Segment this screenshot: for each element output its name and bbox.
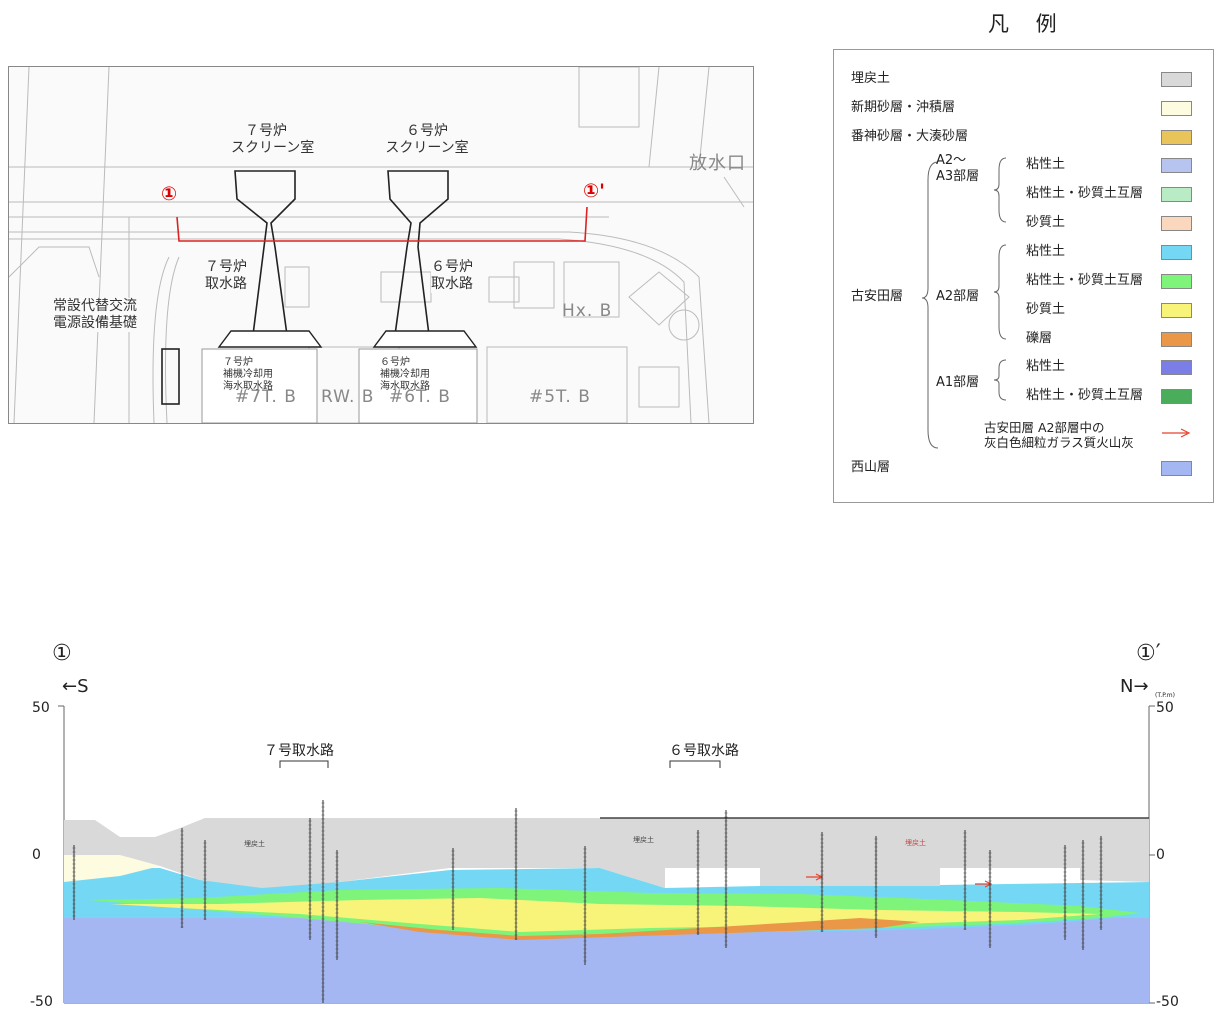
legend-a2-brace bbox=[994, 244, 1007, 340]
legend-a2-clay-swatch bbox=[1161, 245, 1192, 260]
legend-a2a3-clay-sand-swatch bbox=[1161, 187, 1192, 202]
legend-a2-gravel-label: 礫層 bbox=[1026, 331, 1053, 346]
building-hxb: Hx. B bbox=[562, 301, 613, 321]
legend-a1-clay-sand-swatch bbox=[1161, 389, 1192, 404]
section-marker-start: ① bbox=[161, 183, 178, 205]
building-7tb: #7T. B bbox=[235, 387, 297, 407]
layer-nishiyama bbox=[64, 918, 1149, 1003]
legend-a2-clay-sand-swatch bbox=[1161, 274, 1192, 289]
legend-a2a3-clay-sand-label: 粘性土・砂質土互層 bbox=[1026, 186, 1144, 201]
legend-a2-label: A2部層 bbox=[936, 289, 980, 304]
layer-landfill bbox=[64, 818, 1149, 888]
legend-title: 凡 例 bbox=[988, 12, 1067, 36]
unit7-intake-label: ７号炉取水路 bbox=[205, 259, 247, 293]
legend-a2-clay-label: 粘性土 bbox=[1026, 244, 1066, 259]
legend-landfill-label: 埋戻土 bbox=[851, 71, 891, 86]
plan-map: ① ①' ７号炉スクリーン室 ６号炉スクリーン室 ７号炉取水路 ６号炉取水路 常… bbox=[8, 66, 754, 424]
boreholes bbox=[72, 800, 1103, 1003]
section-start-marker: ① bbox=[52, 641, 72, 666]
power-foundation-outline bbox=[161, 348, 180, 405]
legend-bankami-swatch bbox=[1161, 130, 1192, 145]
legend-a2a3-clay-swatch bbox=[1161, 158, 1192, 173]
section-line bbox=[176, 206, 588, 242]
north-direction: N→ bbox=[1120, 676, 1149, 697]
unit6-intake-label: ６号炉取水路 bbox=[431, 259, 473, 293]
legend-a2a3-sandy-swatch bbox=[1161, 216, 1192, 231]
y-tick-left-minus50: -50 bbox=[30, 994, 53, 1010]
unit7-seawater-label: ７号炉補機冷却用海水取水路 bbox=[223, 357, 273, 392]
layer-a2-gravel bbox=[360, 918, 920, 940]
layer-label-landfill-3: 埋戻土 bbox=[905, 838, 926, 847]
building-5tb: #5T. B bbox=[529, 387, 591, 407]
section-marker-end: ①' bbox=[583, 180, 605, 202]
legend-a1-brace bbox=[994, 359, 1007, 401]
discharge-label: 放水口 bbox=[689, 153, 746, 174]
legend-a1-clay-swatch bbox=[1161, 360, 1192, 375]
legend-a2a3-sandy-label: 砂質土 bbox=[1026, 215, 1066, 230]
legend-a2-clay-sand-label: 粘性土・砂質土互層 bbox=[1026, 273, 1144, 288]
legend-nishiyama-swatch bbox=[1161, 461, 1192, 476]
unit-note: (T.P.m) bbox=[1155, 692, 1175, 699]
y-tick-left-0: 0 bbox=[32, 847, 41, 863]
legend-a1-clay-sand-label: 粘性土・砂質土互層 bbox=[1026, 388, 1144, 403]
plan-drawing bbox=[9, 67, 753, 423]
layer-new-sand bbox=[64, 855, 160, 882]
power-foundation-label: 常設代替交流電源設備基礎 bbox=[53, 298, 137, 332]
intake7-bracket bbox=[279, 760, 329, 768]
y-tick-right-0: 0 bbox=[1156, 847, 1165, 863]
legend: 埋戻土 新期砂層・沖積層 番神砂層・大湊砂層 古安田層 A2～ A3部層 粘性土… bbox=[833, 49, 1214, 503]
legend-landfill-swatch bbox=[1161, 72, 1192, 87]
intake6-label: ６号取水路 bbox=[669, 743, 739, 759]
legend-nishiyama-label: 西山層 bbox=[851, 460, 891, 475]
legend-a2-sandy-label: 砂質土 bbox=[1026, 302, 1066, 317]
intake6-bracket bbox=[669, 760, 721, 768]
legend-bankami-label: 番神砂層・大湊砂層 bbox=[851, 129, 969, 144]
y-tick-left-50: 50 bbox=[32, 700, 50, 716]
legend-a2-sandy-swatch bbox=[1161, 303, 1192, 318]
legend-a1-label: A1部層 bbox=[936, 375, 980, 390]
legend-koyasuda-label: 古安田層 bbox=[851, 289, 904, 304]
unit6-screen-label: ６号炉スクリーン室 bbox=[385, 123, 469, 156]
y-tick-right-minus50: -50 bbox=[1156, 994, 1179, 1010]
legend-a2-gravel-swatch bbox=[1161, 332, 1192, 347]
south-direction: ←S bbox=[62, 676, 89, 697]
legend-a1-clay-label: 粘性土 bbox=[1026, 359, 1066, 374]
legend-a2a3-brace bbox=[994, 157, 1007, 223]
unit7-screen-label: ７号炉スクリーン室 bbox=[231, 123, 315, 156]
unit6-seawater-label: ６号炉補機冷却用海水取水路 bbox=[380, 357, 430, 392]
y-tick-right-50: 50 bbox=[1156, 700, 1174, 716]
legend-koyasuda-brace bbox=[922, 161, 939, 449]
section-end-marker: ①′ bbox=[1136, 641, 1161, 666]
intake7-label: ７号取水路 bbox=[264, 743, 334, 759]
building-6tb: #6T. B bbox=[389, 387, 451, 407]
layer-label-landfill-2: 埋戻土 bbox=[633, 835, 654, 844]
layer-label-landfill-1: 埋戻土 bbox=[244, 839, 265, 848]
legend-ash-arrow bbox=[1162, 428, 1191, 438]
legend-ash-label: 古安田層 A2部層中の 灰白色細粒ガラス質火山灰 bbox=[984, 420, 1134, 450]
legend-a2a3-label: A2～ A3部層 bbox=[936, 153, 980, 184]
legend-new-sand-swatch bbox=[1161, 101, 1192, 116]
legend-a2a3-clay-label: 粘性土 bbox=[1026, 157, 1066, 172]
ash-marker-2 bbox=[975, 880, 993, 888]
building-rwb: RW. B bbox=[321, 387, 375, 407]
legend-new-sand-label: 新期砂層・沖積層 bbox=[851, 100, 956, 115]
